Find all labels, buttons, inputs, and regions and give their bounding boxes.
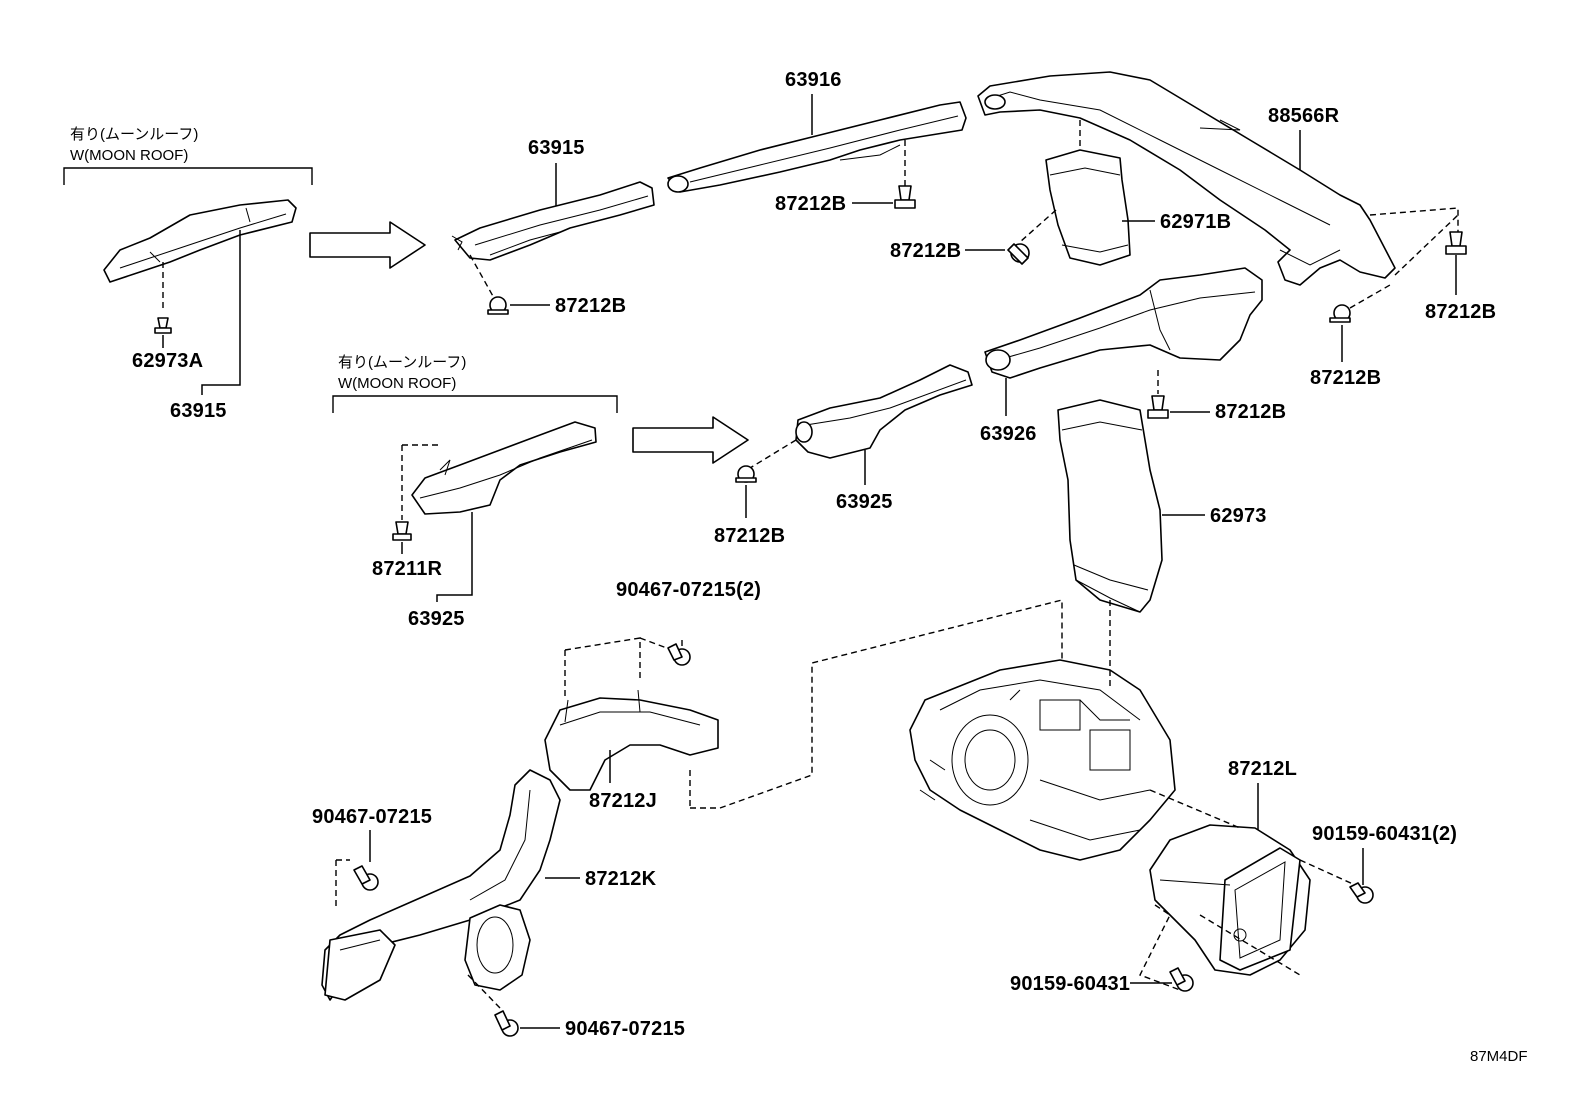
duct-87212K: [321, 769, 561, 1001]
label-62971B: 62971B: [1160, 211, 1231, 233]
label-63925-right: 63925: [836, 491, 893, 513]
label-87211R: 87211R: [372, 558, 443, 580]
label-87212B-e: 87212B: [890, 240, 961, 262]
duct-63916: [667, 101, 967, 193]
bolt-icon-90159-60431-2: [1349, 882, 1374, 904]
label-88566R: 88566R: [1268, 105, 1340, 127]
diagram-code: 87M4DF: [1470, 1048, 1528, 1065]
clip-icon-87212B-a: [487, 296, 509, 315]
label-87212B-f: 87212B: [1215, 401, 1286, 423]
moonroof-note-mid: 有り(ムーンルーフ) W(MOON ROOF): [332, 354, 618, 413]
label-87212L: 87212L: [1228, 758, 1297, 780]
bolt-icon-90467-07215-2: [667, 643, 691, 666]
duct-63925-moonroof: [411, 421, 597, 515]
clip-icon-87212B-g: [735, 465, 757, 483]
moonroof-note-mid-jp: 有り(ムーンルーフ): [338, 354, 466, 371]
label-90159-60431: 90159-60431: [1010, 973, 1130, 995]
label-63915-top: 63915: [528, 137, 585, 159]
label-87212B-g: 87212B: [714, 525, 785, 547]
label-63916: 63916: [785, 69, 842, 91]
duct-88566R: [977, 71, 1396, 286]
duct-87212L: [1149, 824, 1311, 976]
duct-62973: [1057, 399, 1163, 613]
label-90467-07215-2: 90467-07215(2): [616, 579, 761, 601]
label-62973: 62973: [1210, 505, 1267, 527]
clip-icon-87211R: [392, 521, 412, 541]
clip-icon-87212B-c: [1445, 231, 1467, 255]
moonroof-note-top: 有り(ムーンルーフ) W(MOON ROOF): [63, 126, 313, 185]
label-87212B-a: 87212B: [555, 295, 626, 317]
label-63925-left: 63925: [408, 608, 465, 630]
moonroof-note-mid-en: W(MOON ROOF): [338, 375, 456, 392]
duct-62971B: [1045, 149, 1131, 266]
arrow-icon-1: [309, 221, 426, 269]
bolt-icon-90467-07215-b: [494, 1010, 519, 1037]
clip-icon-87212B-b: [894, 185, 916, 209]
duct-63915-moonroof: [103, 199, 297, 283]
clip-icon-62973A: [154, 317, 172, 334]
clip-icon-87212B-f: [1147, 395, 1169, 419]
label-87212B-b: 87212B: [775, 193, 846, 215]
label-63926: 63926: [980, 423, 1037, 445]
label-62973A: 62973A: [132, 350, 203, 372]
label-90159-60431-2: 90159-60431(2): [1312, 823, 1457, 845]
label-90467-07215-a: 90467-07215: [312, 806, 432, 828]
hvac-unit: [909, 659, 1176, 861]
label-87212B-c: 87212B: [1425, 301, 1496, 323]
duct-63915: [451, 181, 655, 261]
bolt-icon-90467-07215-a: [353, 865, 379, 891]
label-87212B-d: 87212B: [1310, 367, 1381, 389]
label-87212J: 87212J: [589, 790, 657, 812]
label-63915-bottom: 63915: [170, 400, 227, 422]
label-87212K: 87212K: [585, 868, 657, 890]
clip-icon-87212B-e: [1007, 243, 1030, 265]
bolt-icon-90159-60431: [1169, 967, 1194, 992]
arrow-icon-2: [632, 416, 749, 464]
duct-63925: [795, 364, 973, 459]
clip-icon-87212B-d: [1329, 304, 1351, 323]
moonroof-note-top-en: W(MOON ROOF): [70, 147, 188, 164]
duct-63926: [984, 267, 1263, 379]
duct-87212J: [544, 689, 719, 791]
moonroof-note-top-jp: 有り(ムーンルーフ): [70, 126, 198, 143]
label-90467-07215-b: 90467-07215: [565, 1018, 685, 1040]
